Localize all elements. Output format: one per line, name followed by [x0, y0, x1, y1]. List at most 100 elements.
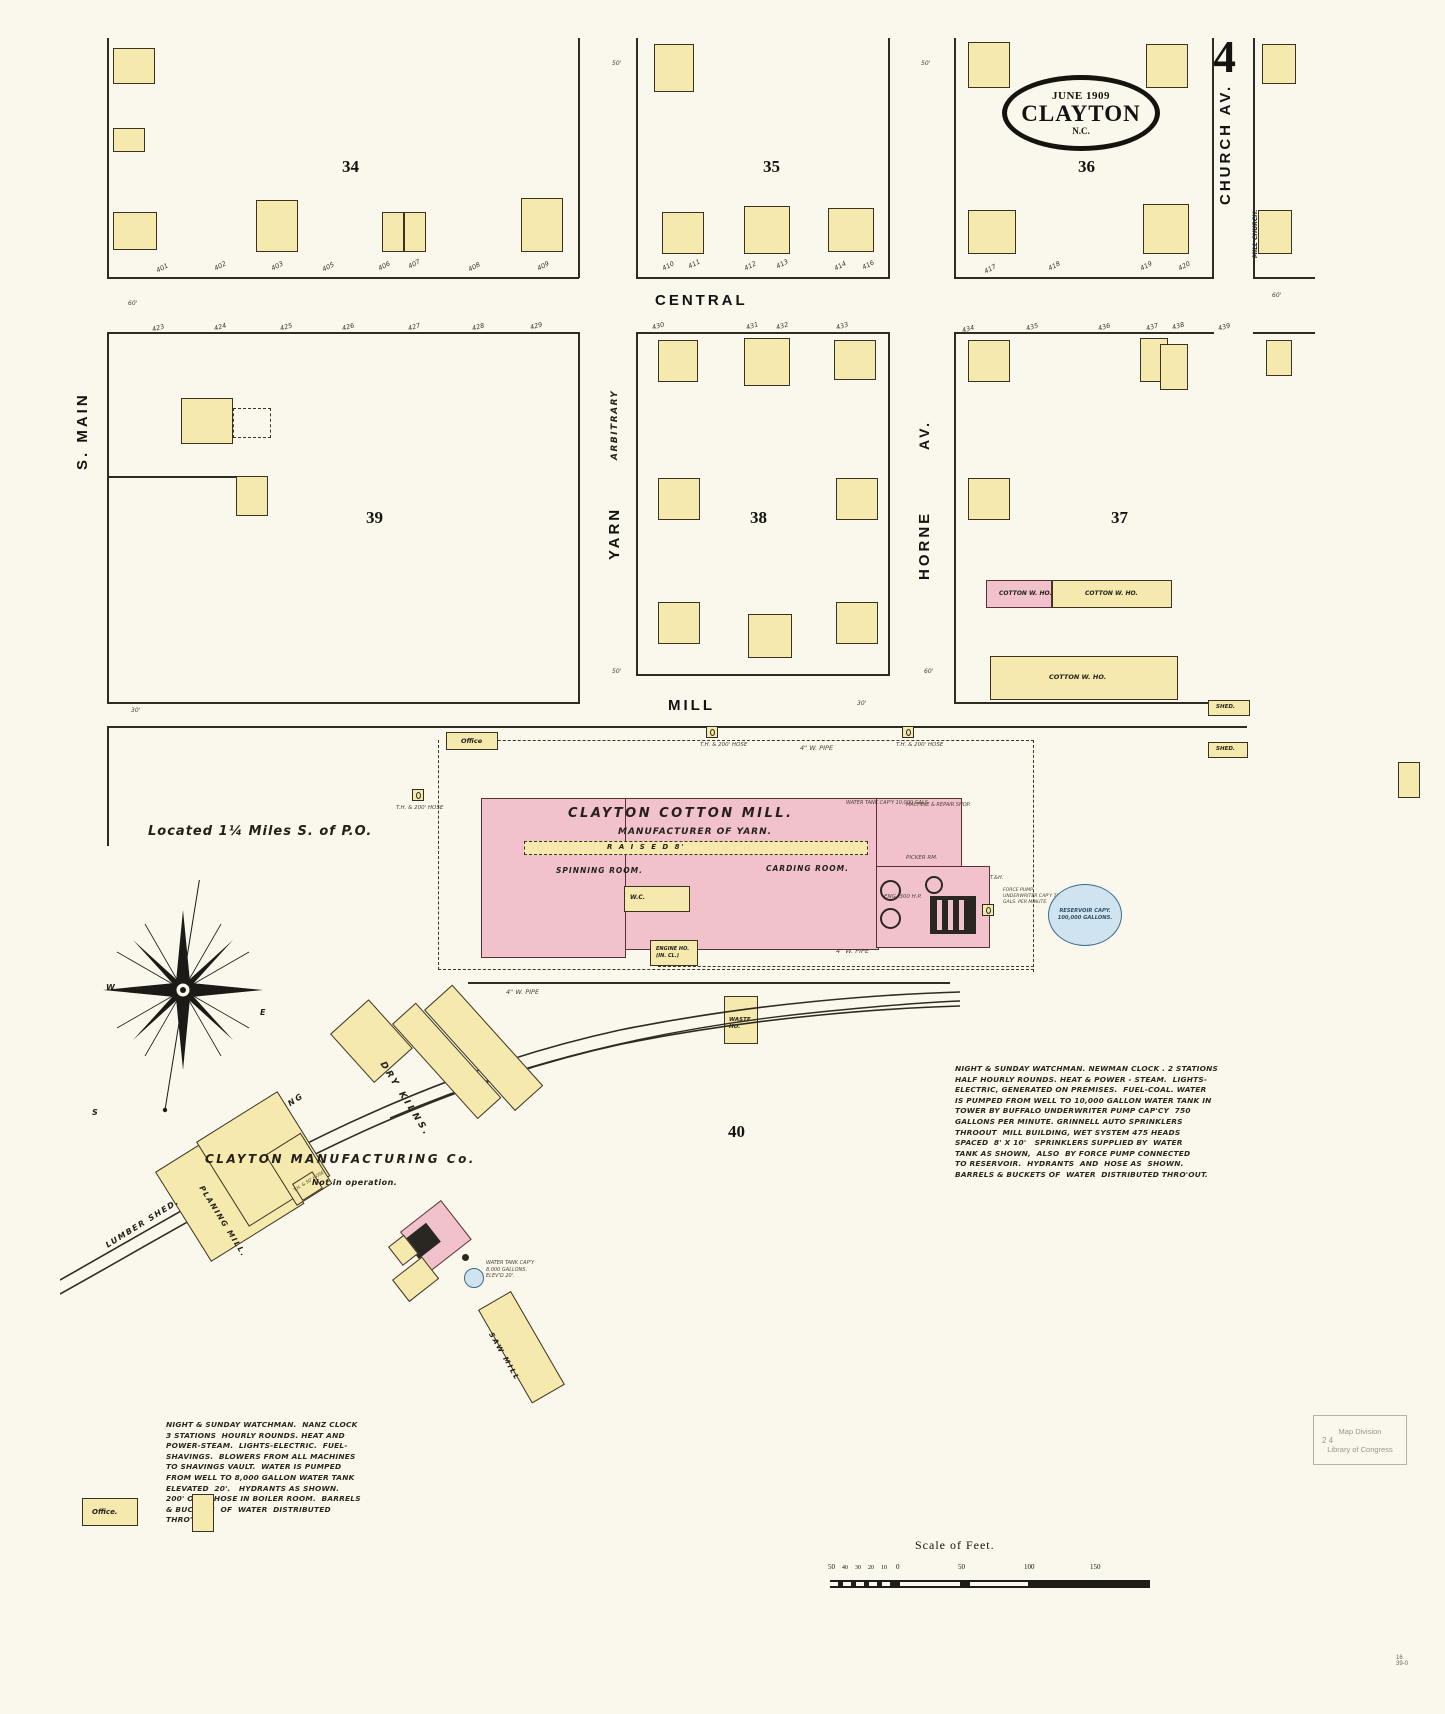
building-34-c [113, 212, 157, 250]
block40-west-edge [107, 726, 109, 846]
valve-marker-1 [880, 880, 901, 901]
block38-west-edge [636, 332, 638, 676]
cotton-warehouse-3-label: COTTON W. HO. [1049, 673, 1107, 681]
scale-tick-20: 20 [868, 1565, 874, 1571]
building-38-h [836, 602, 878, 644]
block-number-36: 36 [1078, 157, 1095, 176]
street-label-yarn: YARN [606, 506, 623, 560]
bottom-office-building: Office. [82, 1498, 138, 1526]
hose-label-2: T.H. & 200' HOSE [896, 742, 944, 748]
building-34-e [382, 212, 404, 252]
block39-south-edge [107, 702, 579, 704]
mill-name: CLAYTON COTTON MILL. [568, 806, 794, 821]
street-label-church-av: CHURCH AV. [1217, 83, 1234, 205]
manufacturing-name: CLAYTON MANUFACTURING Co. [205, 1152, 476, 1166]
shed-1: SHED. [1208, 700, 1250, 716]
block37-north-edge [954, 332, 1214, 334]
reservoir: RESERVOIR CAPY. 100,000 GALLONS. [1048, 884, 1122, 946]
address-414: 414 [832, 259, 848, 273]
block34-west-edge [107, 38, 109, 278]
address-411: 411 [686, 257, 702, 271]
building-34-b [113, 128, 145, 152]
building-36-a [968, 42, 1010, 88]
address-418: 418 [1046, 259, 1062, 273]
scale-tick-40: 40 [842, 1565, 848, 1571]
building-35-c [744, 206, 790, 254]
address-427: 427 [407, 321, 422, 333]
engine-hp-label: ENG. 300 H.P. [884, 894, 922, 900]
address-429: 429 [529, 320, 544, 332]
building-39-a-annex [233, 408, 271, 438]
street-width-7: 30' [857, 700, 867, 707]
shed-2-label: SHED. [1216, 746, 1235, 752]
compass-rose: W E S [78, 867, 278, 1130]
mill-inner-boundary-south [658, 966, 1034, 968]
address-402: 402 [212, 259, 228, 273]
building-38-a [658, 340, 698, 382]
scale-tick-100: 100 [1024, 1563, 1035, 1571]
address-432: 432 [775, 320, 790, 332]
address-425: 425 [279, 321, 294, 333]
address-403: 403 [269, 259, 285, 273]
cartouche-date: JUNE 1909 [1052, 90, 1110, 102]
hydrant-1 [706, 726, 718, 738]
spinning-room-label: SPINNING ROOM. [556, 866, 643, 875]
boiler-bank [930, 896, 976, 934]
address-405: 405 [320, 260, 336, 274]
mill-property-boundary [438, 740, 1034, 970]
scale-label: Scale of Feet. [915, 1538, 995, 1552]
block-number-38: 38 [750, 508, 767, 527]
picker-room-label: PICKER RM. [906, 855, 938, 861]
street-label-horne-av: AV. [916, 419, 932, 450]
scale-tick-150: 150 [1090, 1563, 1101, 1571]
manufacturing-note-block: NIGHT & SUNDAY WATCHMAN. NANZ CLOCK 3 ST… [166, 1420, 361, 1525]
cotton-warehouse-1: COTTON W. HO. [986, 580, 1052, 608]
building-37-a [968, 340, 1010, 382]
building-mill-church [1258, 210, 1292, 254]
mill-west-wing [481, 798, 626, 958]
address-430: 430 [651, 320, 666, 332]
building-37-d [1266, 340, 1292, 376]
engine-house-label: ENGINE HO. (IN. CL.) [656, 946, 690, 959]
address-428: 428 [471, 321, 486, 333]
waste-house-label: WASTE HO. [729, 1017, 751, 1030]
railroad-siding [60, 991, 960, 1295]
building-37-e [968, 478, 1010, 520]
valve-marker-3 [925, 876, 943, 894]
building-39-b [236, 476, 268, 516]
library-of-congress-stamp: Map Division 2 4 Library of Congress [1313, 1415, 1407, 1465]
bottom-small-building [192, 1494, 214, 1532]
building-35-b [662, 212, 704, 254]
mill-property-east [1032, 740, 1034, 972]
street-label-central: CENTRAL [655, 292, 748, 309]
address-407: 407 [406, 257, 422, 271]
block-number-35: 35 [763, 157, 780, 176]
cotton-warehouse-2-label: COTTON W. HO. [1085, 590, 1138, 597]
address-426: 426 [341, 321, 356, 333]
address-438: 438 [1171, 320, 1186, 332]
hose-label-1: T.H. & 200' HOSE [700, 742, 748, 748]
block37-west-edge [954, 332, 956, 704]
building-34-f [404, 212, 426, 252]
mill-wc: W.C. [624, 886, 690, 912]
street-width-5: 50' [612, 668, 622, 675]
page-number: 4 [1213, 31, 1236, 82]
street-width-6: 30' [131, 707, 141, 714]
building-34-a [113, 48, 155, 84]
address-419: 419 [1138, 259, 1154, 273]
address-437: 437 [1145, 321, 1160, 333]
address-410: 410 [660, 259, 676, 273]
block39-lot-line [108, 476, 238, 478]
office-label: Office [461, 737, 483, 745]
block35-west-edge [636, 38, 638, 278]
office-building: Office [446, 732, 498, 750]
compass-svg [103, 867, 263, 1113]
title-cartouche: JUNE 1909 CLAYTON N.C. [1002, 75, 1160, 151]
block40-north-edge [107, 726, 1247, 728]
block-number-37: 37 [1111, 508, 1128, 527]
water-tank-label: WATER TANK CAP'Y 10,000 GALS. [846, 800, 930, 806]
cotton-warehouse-1-label: COTTON W. HO. [999, 590, 1052, 597]
scale-tick-50-right: 50 [958, 1563, 965, 1571]
scale-tick-0: 0 [896, 1563, 900, 1571]
